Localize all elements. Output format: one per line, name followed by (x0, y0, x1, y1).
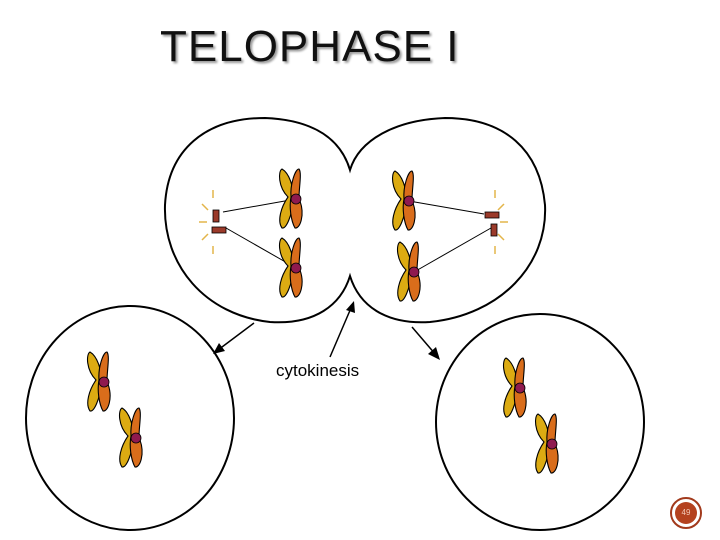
dividing-cell-membrane (163, 116, 547, 324)
centriole-pair-right (484, 190, 508, 254)
chromosome (278, 237, 303, 298)
chromosome (502, 357, 527, 418)
chromosome (534, 413, 559, 474)
chromosome (391, 170, 416, 231)
spindle-fiber (222, 198, 297, 213)
arrow-to-left-daughter (213, 322, 255, 354)
chromosome (278, 168, 303, 229)
slide-number-badge: 49 (670, 497, 702, 529)
cytokinesis-label: cytokinesis (276, 361, 360, 380)
chromosome (86, 351, 111, 412)
chromosome (396, 241, 421, 302)
daughter-cell-left (25, 305, 235, 531)
centriole-pair-left (199, 190, 227, 254)
chromosome (118, 407, 143, 468)
slide-title: TELOPHASE I (160, 22, 460, 71)
arrow-to-right-daughter (411, 326, 440, 360)
slide-number: 49 (675, 502, 697, 524)
spindle-fiber (413, 227, 492, 273)
spindle-fiber (408, 200, 485, 215)
arrow-to-cleavage-furrow (329, 301, 355, 358)
daughter-cell-right (435, 313, 645, 531)
